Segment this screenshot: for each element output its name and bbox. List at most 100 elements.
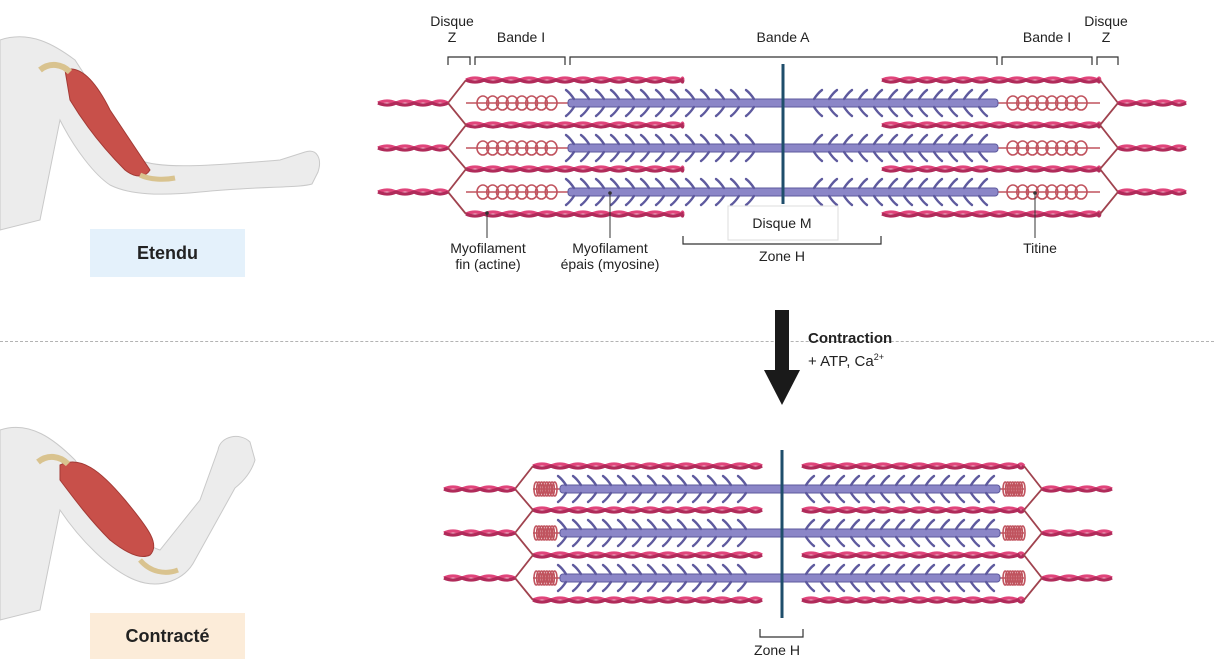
myosin-head [887,88,899,101]
myosin-head [827,133,839,146]
myosin-head [744,177,756,190]
state-badge-extended: Etendu [90,229,245,277]
myosin-head [842,177,854,190]
myosin-head [736,580,748,593]
actin-strand [532,464,763,470]
myosin-head [864,535,876,548]
bracket-bande-i-left [474,56,566,65]
myosin-head [706,535,718,548]
myosin-head [631,491,643,504]
myosin-head [684,105,696,118]
myosin-head [962,133,974,146]
myosin-head [947,150,959,163]
myosin-head [556,518,568,531]
myosin-head [706,580,718,593]
label-bande-a: Bande A [756,29,810,45]
myosin-head [917,88,929,101]
myosin-head [879,518,891,531]
myosin-head [631,518,643,531]
contraction-title: Contraction [808,330,893,347]
thick-filament [564,133,999,163]
actin-strand [801,598,1026,604]
myosin-head [924,474,936,487]
thin-filament-left-contracted [532,551,763,559]
z-disc-right [1098,79,1120,215]
myosin-head [699,150,711,163]
myosin-head [609,105,621,118]
myosin-head [842,150,854,163]
actin-strand [1041,487,1113,493]
titin-coil [1019,481,1026,497]
titin-coil-right [1006,95,1088,111]
myosin-head [954,535,966,548]
thin-filament-right-contracted [801,462,1026,470]
actin-strand [465,166,685,173]
titin-coil [1045,95,1059,111]
titin-coil [515,95,529,111]
label-disque-m: Disque M [752,215,812,231]
myosin-head [902,150,914,163]
myosin-head [646,491,658,504]
titin-coil-right-contracted [1002,570,1026,586]
titin-coil [1074,140,1088,156]
titin-coil [1006,140,1020,156]
titin-coil-left-contracted [533,481,558,497]
titin-coil [551,525,558,541]
myosin-head [594,194,606,207]
myosin-head [676,474,688,487]
titin-coil [495,184,510,200]
titin-coil [1015,140,1030,156]
myosin-head [917,194,929,207]
myosin-head [902,177,914,190]
myosin-head [917,177,929,190]
thin-filament-left [465,165,685,173]
myosin-head [676,518,688,531]
myosin-head [579,150,591,163]
myosin-head [879,563,891,576]
myosin-head [849,518,861,531]
myosin-head [872,177,884,190]
titin-coil [1035,140,1049,156]
thin-filament-right [881,210,1102,218]
myosin-head [894,563,906,576]
myosin-head [954,518,966,531]
myosin-head [977,88,989,101]
titin-coil [524,95,539,111]
myosin-head [699,133,711,146]
z-disc-left [446,79,468,215]
myosin-head [661,518,673,531]
myosin-head [827,150,839,163]
myosin-head [654,88,666,101]
myosin-head [661,563,673,576]
myosin-head [609,133,621,146]
myosin-head [706,474,718,487]
actin-strand [443,576,516,582]
myosin-head [594,105,606,118]
myosin-head [917,133,929,146]
myosin-head [924,518,936,531]
myosin-head [624,133,636,146]
myosin-head [691,535,703,548]
thin-filament-left-contracted [532,506,763,514]
actin-strand [532,598,763,604]
myosin-head [609,194,621,207]
actin-strand [465,77,685,84]
myosin-head [872,150,884,163]
thin-filament-right [881,165,1102,173]
outer-actin-left-contracted [443,574,516,582]
myosin-head [834,491,846,504]
contraction-label: Contraction + ATP, Ca2+ [808,329,892,371]
thin-filament-right [881,121,1102,129]
titin-coil [548,525,556,541]
myosin-head [962,150,974,163]
myosin-head [669,105,681,118]
myosin-head [834,518,846,531]
myosin-head [804,535,816,548]
myosin-head [954,580,966,593]
myosin-head [894,535,906,548]
myosin-head [857,88,869,101]
myosin-head [984,491,996,504]
myosin-head [571,563,583,576]
myosin-rod [559,573,1001,583]
myosin-head [676,580,688,593]
